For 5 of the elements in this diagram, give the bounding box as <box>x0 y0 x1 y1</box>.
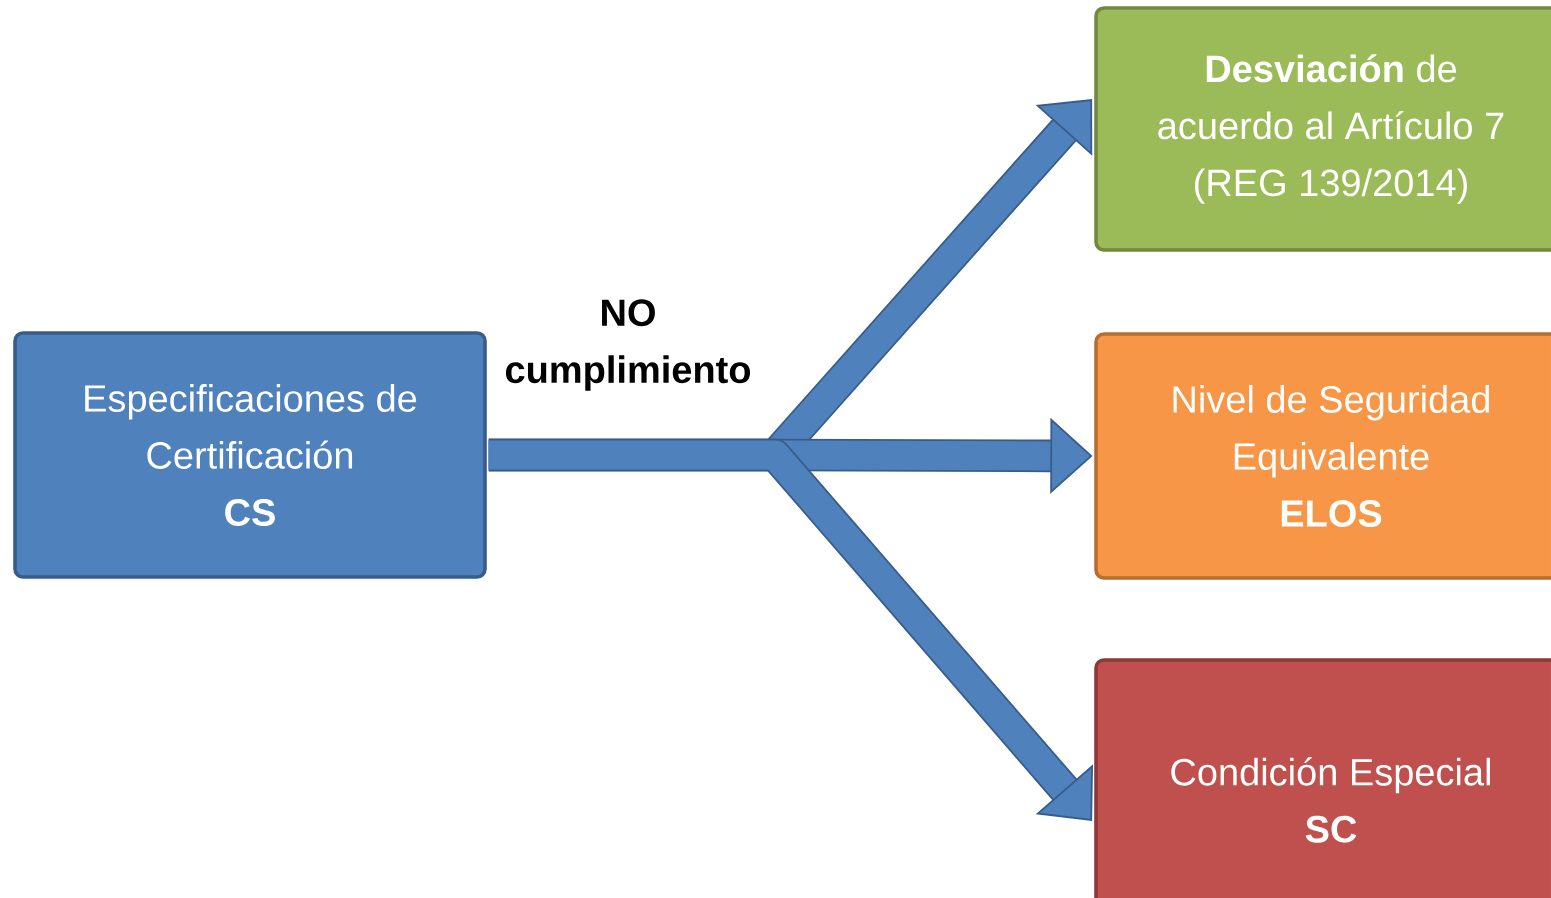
text-box: Desviación de acuerdo al Artículo 7 (REG 139/2014) <box>1094 6 1551 252</box>
text-box: Nivel de Seguridad Equivalente ELOS <box>1094 332 1551 580</box>
text-box: Especificaciones de Certificación CS <box>13 331 487 579</box>
text-box: Condición Especial SC <box>1094 658 1551 898</box>
annotation-text: NO cumplimiento <box>506 299 751 391</box>
